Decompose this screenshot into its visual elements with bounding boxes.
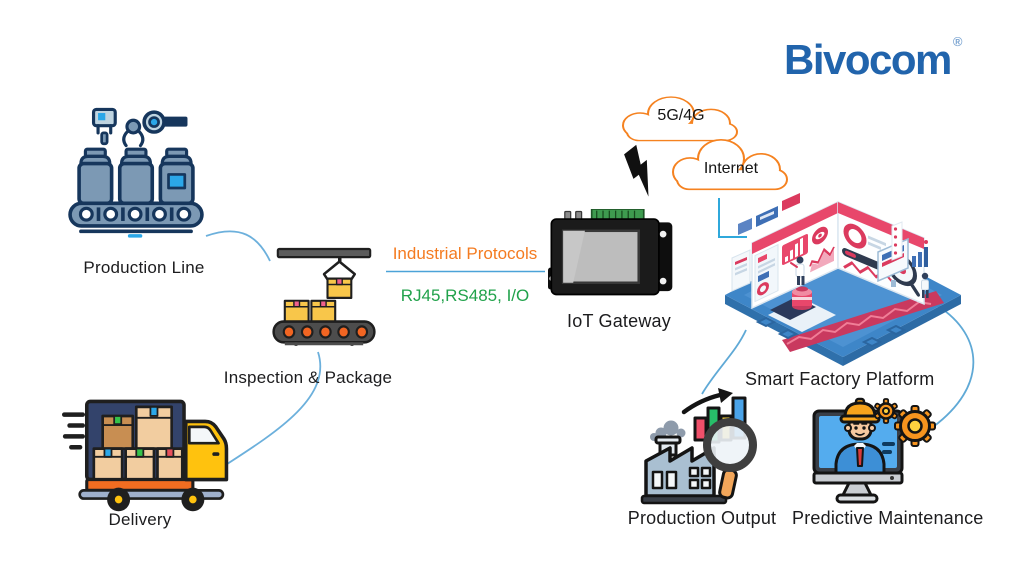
connector-production-to-inspection [205,230,271,262]
industrial-protocols-label: Industrial Protocols [392,244,538,263]
platform-person-right [921,272,929,298]
platform-person-center [790,256,805,285]
gear-large [894,405,936,447]
delivery-label: Delivery [108,510,172,529]
internet-cloud-label: Internet [703,160,759,177]
production-line-label: Production Line [83,258,205,277]
predictive-maintenance-label: Predictive Maintenance [792,508,984,528]
cellular-cloud-icon [622,96,738,142]
connector-internet-to-platform [718,198,747,238]
delivery-truck-icon [62,399,229,512]
iot-gateway-device [548,209,673,296]
gear-small [874,398,898,424]
brand-logo-text: Bivocom [784,36,952,83]
cellular-cloud-label: 5G/4G [657,107,705,124]
connector-platform-to-output [701,329,747,395]
inspection-package-label: Inspection & Package [223,368,393,387]
iot-gateway-label: IoT Gateway [567,311,671,331]
predictive-maintenance-icon [812,397,936,504]
internet-cloud-icon [672,138,788,191]
protocol-interfaces-label: RJ45,RS485, I/O [400,286,530,305]
inspection-package-icon [272,247,376,346]
brand-logo: Bivocom® [784,34,962,84]
connector-platform-to-maintenance [932,305,975,428]
smart-factory-platform-illustration [725,193,961,366]
data-cylinder [792,286,812,310]
smart-factory-platform-label: Smart Factory Platform [745,369,935,389]
milk-cans [77,147,195,206]
lightning-bolt-icon [624,144,649,197]
production-line-icon [68,107,204,238]
production-output-label: Production Output [627,508,777,528]
registered-mark: ® [952,34,963,49]
connector-inspection-to-delivery [223,351,322,467]
production-output-icon [640,388,757,505]
